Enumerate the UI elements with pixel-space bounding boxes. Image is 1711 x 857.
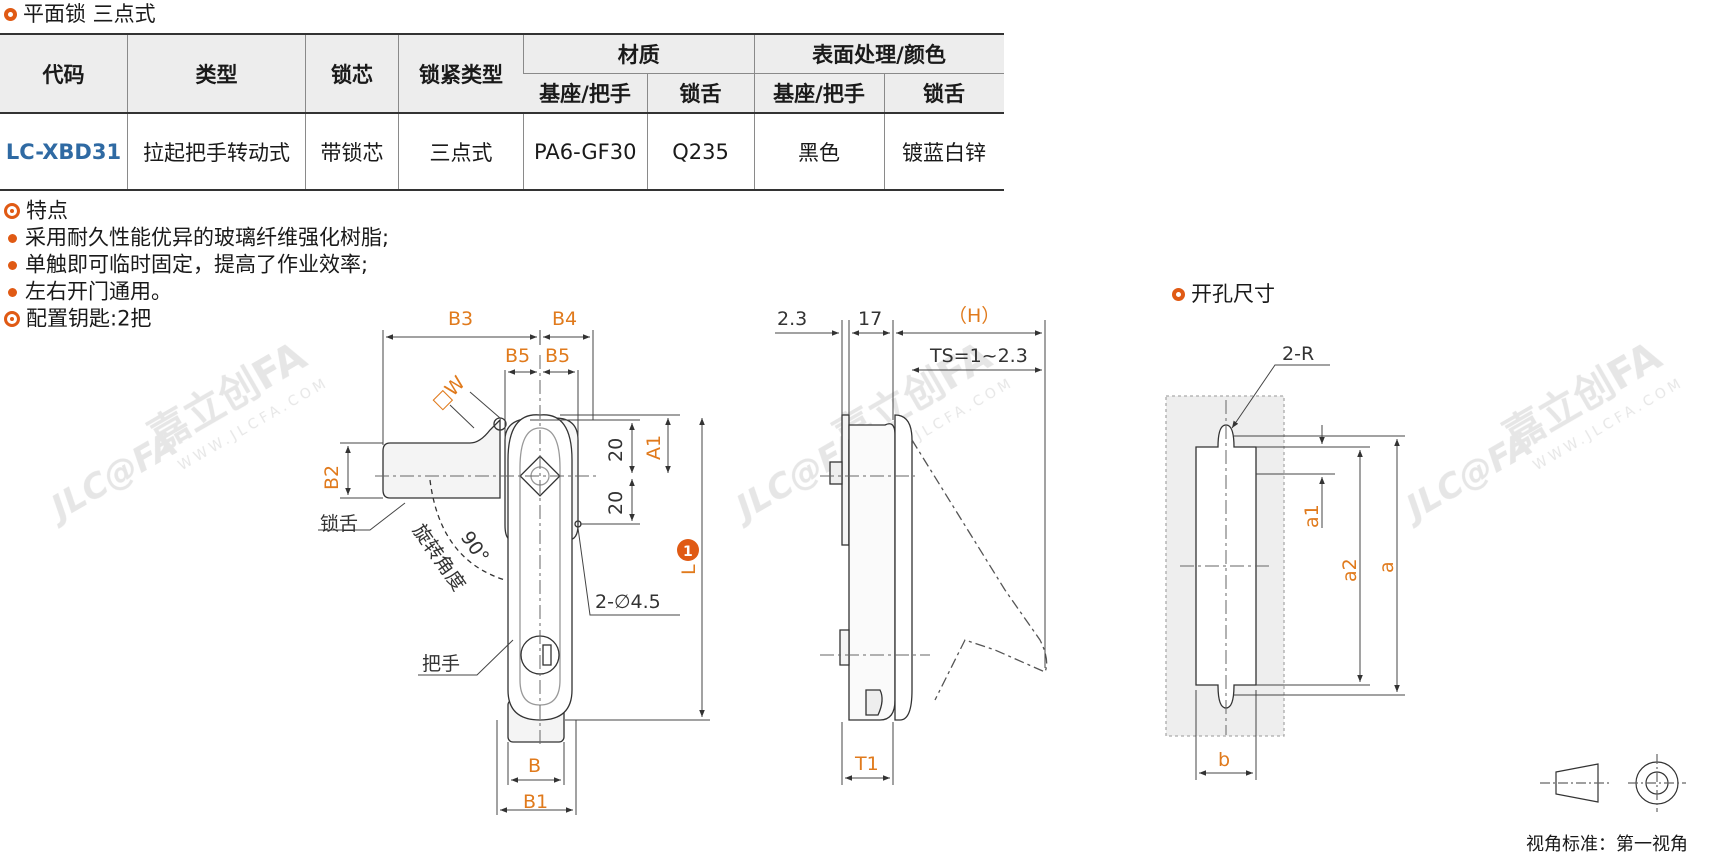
table-row: LC-XBD31 拉起把手转动式 带锁芯 三点式 PA6-GF30 Q235 黑… [0, 112, 1004, 191]
front-view: B3 B4 B5 B5 □W 20 20 A1 B2 锁舌 90° 旋转角度 2… [318, 308, 710, 815]
target-bullet-icon [4, 203, 20, 219]
cell-material-base: PA6-GF30 [523, 112, 647, 191]
dot-bullet-icon [8, 260, 17, 270]
svg-text:□W: □W [428, 372, 470, 414]
header-surface-base: 基座/把手 [753, 73, 884, 113]
header-code: 代码 [0, 33, 128, 113]
list-item: 单触即可临时固定，提高了作业效率; [4, 251, 389, 278]
header-lock-type: 锁紧类型 [398, 33, 524, 113]
header-surface: 表面处理/颜色 [753, 33, 1004, 74]
header-core: 锁芯 [305, 33, 399, 113]
dot-bullet-icon [8, 287, 17, 297]
svg-text:1: 1 [683, 544, 693, 560]
list-item: 左右开门通用。 [4, 278, 389, 305]
hole-size-title: 开孔尺寸 [1172, 280, 1275, 307]
cell-surface-tongue: 镀蓝白锌 [883, 112, 1004, 191]
cell-lock-type: 三点式 [398, 112, 524, 191]
cell-core: 带锁芯 [305, 112, 399, 191]
svg-text:B5: B5 [545, 345, 570, 367]
svg-text:L: L [678, 564, 700, 575]
circle-bullet-icon [1172, 287, 1185, 301]
svg-text:a2: a2 [1339, 558, 1361, 582]
svg-text:（H）: （H） [948, 305, 1000, 327]
target-bullet-icon [4, 311, 20, 327]
header-material-tongue: 锁舌 [646, 73, 754, 113]
cell-code: LC-XBD31 [0, 112, 128, 191]
svg-text:20: 20 [605, 438, 627, 462]
header-material: 材质 [523, 33, 754, 74]
cell-type: 拉起把手转动式 [127, 112, 306, 191]
svg-text:B4: B4 [552, 308, 577, 330]
projection-symbol [1540, 754, 1686, 812]
hole-view: 2-R a1 a2 a b [1165, 343, 1405, 780]
header-surface-tongue: 锁舌 [883, 73, 1004, 113]
svg-text:2-R: 2-R [1282, 343, 1314, 365]
svg-text:T1: T1 [854, 753, 879, 775]
svg-text:a1: a1 [1301, 504, 1323, 528]
cell-surface-base: 黑色 [753, 112, 884, 191]
circle-bullet-icon [4, 7, 17, 21]
spec-table: 代码 类型 锁芯 锁紧类型 材质 表面处理/颜色 基座/把手 锁舌 基座/把手 … [0, 33, 1004, 191]
list-item: 采用耐久性能优异的玻璃纤维强化树脂; [4, 224, 389, 251]
svg-text:B1: B1 [523, 791, 548, 813]
svg-text:B5: B5 [505, 345, 530, 367]
dot-bullet-icon [8, 233, 17, 243]
svg-text:锁舌: 锁舌 [320, 513, 358, 535]
svg-text:TS=1~2.3: TS=1~2.3 [929, 345, 1028, 367]
svg-text:2.3: 2.3 [777, 308, 807, 330]
svg-text:B3: B3 [448, 308, 473, 330]
svg-text:17: 17 [858, 308, 882, 330]
svg-text:a: a [1376, 561, 1398, 573]
keys-note: 配置钥匙:2把 [26, 306, 152, 331]
features-heading: 特点 [26, 198, 68, 223]
svg-text:B: B [528, 755, 541, 777]
side-view: 2.3 17 （H） TS=1~2.3 T1 [775, 305, 1048, 785]
svg-text:b: b [1218, 749, 1230, 771]
header-material-base: 基座/把手 [523, 73, 647, 113]
svg-text:B2: B2 [321, 465, 343, 490]
header-type: 类型 [127, 33, 306, 113]
view-standard-label: 视角标准：第一视角 [1526, 834, 1688, 855]
cell-material-tongue: Q235 [646, 112, 754, 191]
svg-text:把手: 把手 [422, 653, 460, 675]
svg-text:旋转角度: 旋转角度 [408, 520, 470, 595]
svg-text:20: 20 [605, 491, 627, 515]
svg-text:A1: A1 [643, 435, 665, 460]
svg-text:2-∅4.5: 2-∅4.5 [595, 591, 661, 613]
page-title: 平面锁 三点式 [4, 0, 156, 27]
features-section: 特点 采用耐久性能优异的玻璃纤维强化树脂; 单触即可临时固定，提高了作业效率; … [4, 197, 389, 332]
svg-text:90°: 90° [456, 527, 493, 567]
